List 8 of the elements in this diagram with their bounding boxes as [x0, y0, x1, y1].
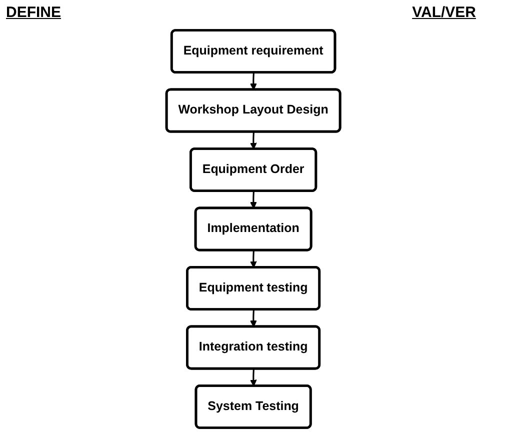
arrow — [250, 250, 257, 268]
arrow — [250, 72, 257, 90]
arrow — [250, 368, 257, 386]
arrow — [250, 310, 257, 328]
arrow — [250, 132, 257, 150]
section-heading: DEFINE — [6, 4, 62, 21]
arrow — [250, 191, 257, 209]
section-heading: VAL/VER — [412, 4, 476, 21]
